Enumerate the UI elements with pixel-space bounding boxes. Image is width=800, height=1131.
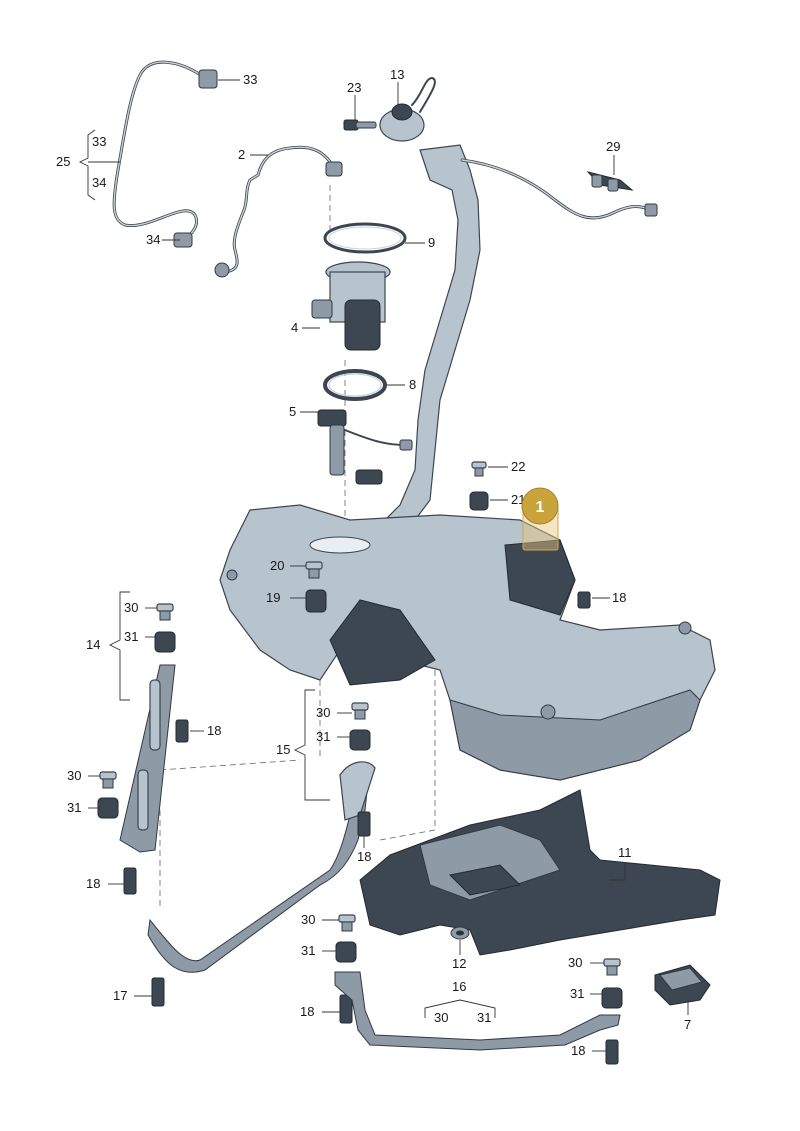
pipe-end-bottom: [214, 262, 230, 278]
cap-30-left-top: [156, 603, 174, 621]
cap-30-lower-right: [603, 958, 621, 976]
bushing-31-mid: [349, 729, 371, 751]
callout-20: 20: [270, 558, 284, 573]
filler-cap-13: [379, 76, 436, 142]
position-marker[interactable]: 1: [521, 487, 559, 525]
harness-connector-top: [198, 69, 218, 89]
callout-18-lower-right: 18: [571, 1043, 585, 1058]
callout-7: 7: [684, 1017, 691, 1032]
callout-30-left-top: 30: [124, 600, 138, 615]
callout-labels: 33 33 34 25 34 2 23 13 29 9 4 8 5 22 21 …: [56, 67, 691, 1058]
callout-34-bracket: 34: [92, 175, 106, 190]
callout-13: 13: [390, 67, 404, 82]
callout-23: 23: [347, 80, 361, 95]
strap-16: [334, 971, 621, 1051]
callout-30-strap16: 30: [434, 1010, 448, 1025]
callout-2: 2: [238, 147, 245, 162]
cap-30-mid: [351, 702, 369, 720]
bushing-21: [469, 491, 489, 511]
bolt-23: [343, 119, 377, 131]
fuel-line-2: [214, 145, 343, 278]
callout-30-lower-right: 30: [568, 955, 582, 970]
bushing-31-lower-left: [335, 941, 357, 963]
bushing-31-lower-right: [601, 987, 623, 1009]
callout-31-mid: 31: [316, 729, 330, 744]
seal-9: [323, 222, 407, 254]
cap-30-lower-left: [338, 914, 356, 932]
callout-31-left-mid: 31: [67, 800, 81, 815]
callout-29: 29: [606, 139, 620, 154]
callout-34: 34: [146, 232, 160, 247]
bolt-18-mid: [357, 811, 371, 837]
callout-18-left-low: 18: [86, 876, 100, 891]
cap-30-left-mid: [99, 771, 117, 789]
callout-30-left-mid: 30: [67, 768, 81, 783]
callout-31-lower-left: 31: [301, 943, 315, 958]
leader-lines: [78, 79, 689, 1052]
callout-8: 8: [409, 377, 416, 392]
bolt-18-left-low: [123, 867, 137, 895]
bushing-31-left-mid: [97, 797, 119, 819]
callout-33: 33: [243, 72, 257, 87]
fuel-pump-4: [311, 261, 391, 351]
callout-30-lower-left: 30: [301, 912, 315, 927]
bolt-17: [151, 977, 165, 1007]
callout-15: 15: [276, 742, 290, 757]
clip-29: [586, 171, 634, 192]
marker-label: 1: [536, 499, 545, 516]
callout-18-tank: 18: [612, 590, 626, 605]
strap-14: [119, 664, 176, 853]
callout-19: 19: [266, 590, 280, 605]
callout-18-lower-left: 18: [300, 1004, 314, 1019]
callout-33-bracket: 33: [92, 134, 106, 149]
seal-8: [323, 369, 387, 401]
grommet-12: [450, 926, 470, 940]
callout-18-mid: 18: [357, 849, 371, 864]
callout-9: 9: [428, 235, 435, 250]
bolt-18-left: [175, 719, 189, 743]
heat-shield-11: [359, 789, 721, 956]
callout-4: 4: [291, 320, 298, 335]
callout-31-lower-right: 31: [570, 986, 584, 1001]
callout-16: 16: [452, 979, 466, 994]
bushing-31-left-top: [154, 631, 176, 653]
bolt-18-lower-right: [605, 1039, 619, 1065]
pipe-end-top: [325, 161, 343, 177]
callout-12: 12: [452, 956, 466, 971]
bolt-18-tank: [577, 591, 591, 609]
callout-5: 5: [289, 404, 296, 419]
strap-15: [147, 761, 376, 973]
control-unit-7: [654, 964, 711, 1006]
callout-18-left: 18: [207, 723, 221, 738]
callout-30-mid: 30: [316, 705, 330, 720]
callout-14: 14: [86, 637, 100, 652]
sender-unit-5: [317, 409, 413, 485]
cap-20: [305, 561, 323, 579]
callout-17: 17: [113, 988, 127, 1003]
callout-22: 22: [511, 459, 525, 474]
cap-22: [471, 461, 487, 477]
wiring-harness-25: [112, 60, 218, 248]
bolt-18-lower-left: [339, 994, 353, 1024]
filler-neck: [378, 144, 658, 526]
callout-31-left-top: 31: [124, 629, 138, 644]
callout-31-strap16: 31: [477, 1010, 491, 1025]
bushing-19: [305, 589, 327, 613]
fuel-tank: [219, 504, 716, 781]
callout-25: 25: [56, 154, 70, 169]
callout-11: 11: [618, 845, 632, 860]
